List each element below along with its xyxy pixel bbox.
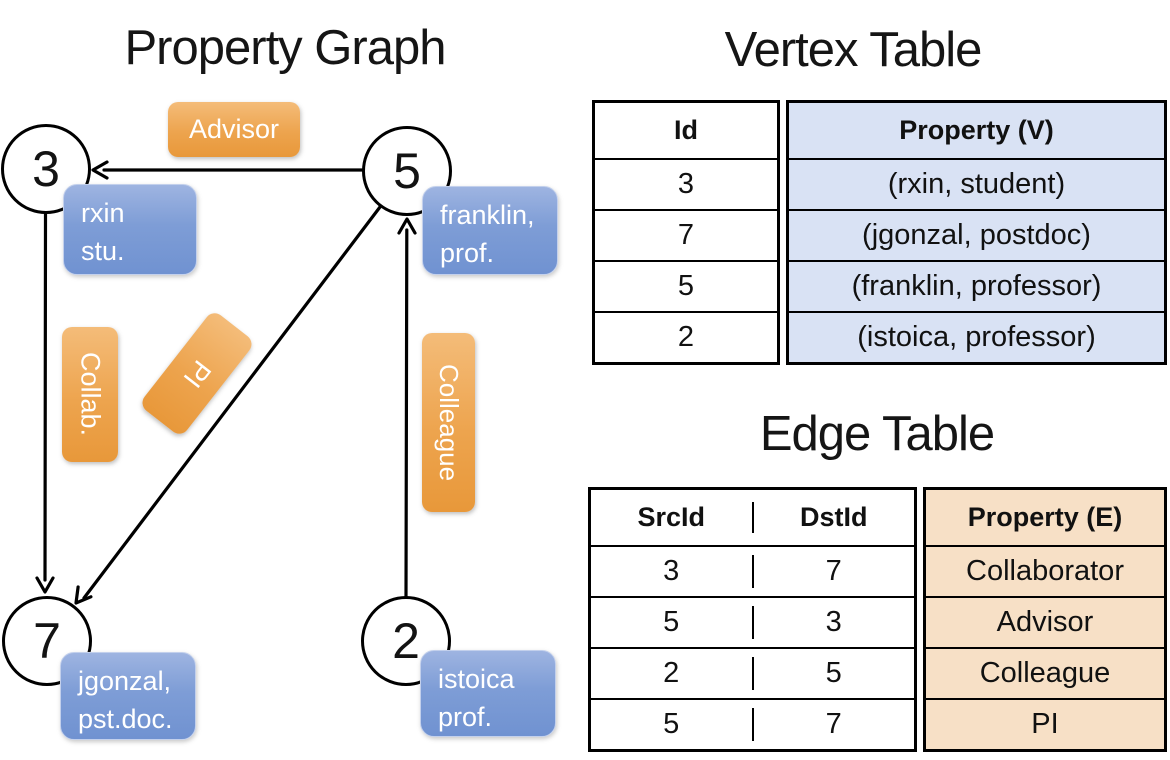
vbox-line2: stu. — [81, 236, 125, 267]
property-graph-title: Property Graph — [124, 21, 447, 75]
edge-table-src-header: SrcId — [591, 502, 754, 533]
vertex-property-box-franklin: franklin, prof. — [422, 186, 558, 275]
table-cell: Advisor — [926, 596, 1164, 647]
table-cell: 5 — [825, 657, 842, 689]
graph-node-2: 2 — [361, 596, 451, 686]
node-id: 3 — [32, 141, 60, 197]
vbox-line2: prof. — [438, 702, 493, 733]
table-cell: 3 — [825, 606, 842, 638]
vbox-line2: prof. — [440, 238, 495, 269]
edge-label-advisor: Advisor — [168, 102, 300, 157]
vbox-line1: istoica — [438, 664, 515, 694]
edge-arrow-5-to-7 — [74, 205, 382, 605]
edge-table-property-column: Property (E) Collaborator Advisor Collea… — [923, 487, 1167, 752]
vertex-table-title: Vertex Table — [724, 23, 983, 77]
table-cell: 7 — [595, 209, 777, 260]
edge-table-dst-header: DstId — [800, 502, 868, 532]
edge-label-collab: Collab. — [62, 327, 118, 462]
table-cell: Colleague — [926, 647, 1164, 698]
table-cell: 5 — [591, 708, 754, 741]
vbox-line1: jgonzal, — [78, 666, 172, 696]
table-row: 5 3 — [591, 596, 914, 647]
table-cell: Collaborator — [926, 545, 1164, 596]
table-cell: (rxin, student) — [789, 158, 1164, 209]
edge-table-property-header: Property (E) — [967, 502, 1123, 532]
edge-label-colleague-text: Colleague — [434, 363, 464, 482]
table-cell: 2 — [591, 657, 754, 690]
node-id: 7 — [33, 613, 61, 669]
graph-edges — [35, 160, 417, 605]
edge-table-src-dst-columns: SrcId DstId 3 7 5 3 2 5 5 7 — [588, 487, 917, 752]
vertex-property-box-jgonzal: jgonzal, pst.doc. — [60, 652, 196, 740]
table-cell: (istoica, professor) — [789, 311, 1164, 362]
vertex-property-box-istoica: istoica prof. — [420, 650, 556, 737]
edge-label-colleague: Colleague — [422, 333, 475, 512]
vertex-property-box-rxin: rxin stu. — [63, 184, 197, 275]
table-cell: 2 — [595, 311, 777, 362]
edge-label-pi-text: PI — [177, 354, 218, 394]
vbox-line2: pst.doc. — [78, 704, 173, 735]
vbox-line1: franklin, — [440, 200, 535, 230]
table-cell: PI — [926, 698, 1164, 749]
table-row: 3 7 — [591, 545, 914, 596]
vertex-table-property-header: Property (V) — [899, 115, 1054, 145]
edge-label-collab-text: Collab. — [75, 352, 106, 437]
node-id: 2 — [392, 613, 420, 669]
table-cell: 5 — [595, 260, 777, 311]
vertex-table-id-header: Id — [674, 115, 698, 145]
table-row: 5 7 — [591, 698, 914, 749]
node-id: 5 — [393, 143, 421, 199]
table-cell: 5 — [591, 606, 754, 639]
edge-arrow-5-to-3 — [91, 160, 364, 180]
table-cell: 7 — [825, 555, 842, 587]
table-cell: 3 — [595, 158, 777, 209]
vertex-table-id-column: Id 3 7 5 2 — [592, 100, 780, 365]
vertex-table-property-column: Property (V) (rxin, student) (jgonzal, p… — [786, 100, 1167, 365]
edge-label-advisor-text: Advisor — [188, 114, 280, 144]
edge-table-title: Edge Table — [759, 407, 995, 461]
table-cell: (franklin, professor) — [789, 260, 1164, 311]
table-cell: (jgonzal, postdoc) — [789, 209, 1164, 260]
edge-table-src-dst-header: SrcId DstId — [591, 490, 914, 545]
table-cell: 3 — [591, 555, 754, 588]
edge-arrow-2-to-5 — [397, 217, 417, 598]
table-cell: 7 — [825, 708, 842, 740]
vbox-line1: rxin — [81, 198, 125, 228]
table-row: 2 5 — [591, 647, 914, 698]
edge-arrow-3-to-7 — [35, 212, 55, 594]
